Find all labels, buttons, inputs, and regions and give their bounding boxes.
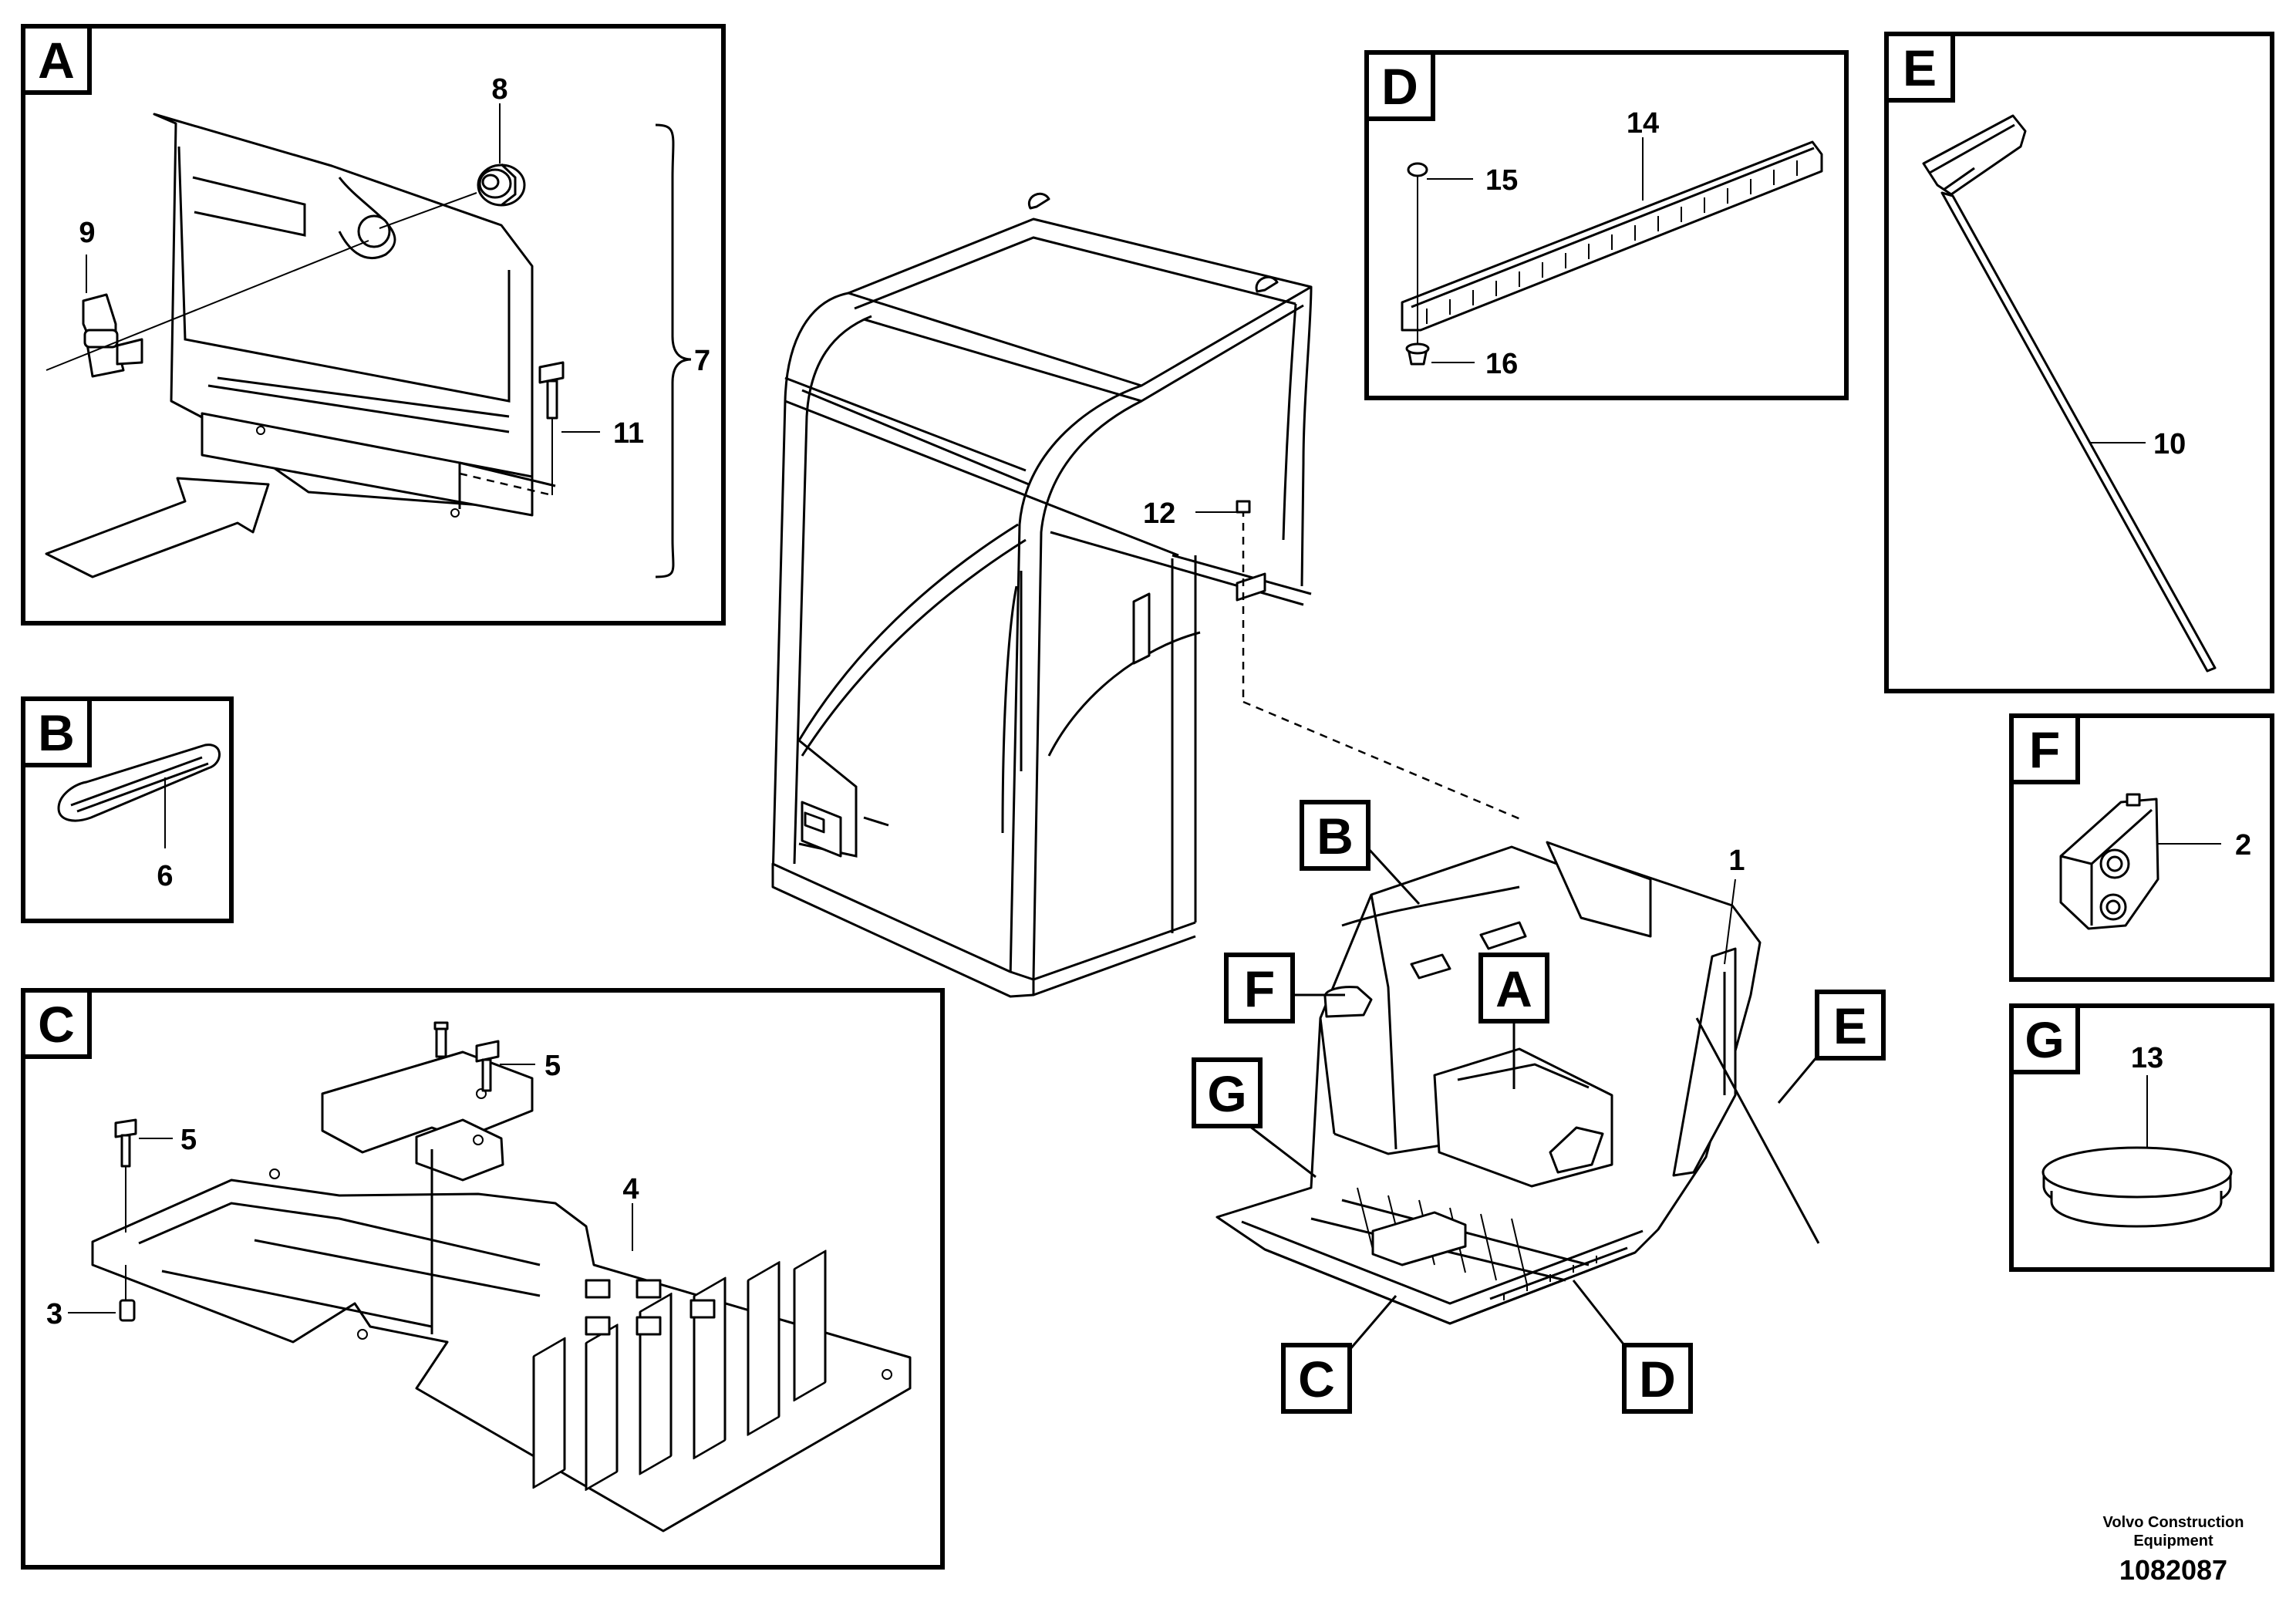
panel-d: D 15 16 14	[1364, 50, 1849, 400]
panel-a-label: A	[38, 32, 75, 89]
assembly-tag-e: E	[1777, 990, 1886, 1104]
panel-c-tag	[21, 988, 92, 1059]
credit-line-1: Volvo Construction	[2103, 1514, 2244, 1531]
panel-e-frame	[1884, 32, 2274, 693]
assembly-tag-f: F	[1224, 953, 1345, 1023]
panel-e-tag	[1884, 32, 1955, 103]
footer: Volvo Construction Equipment 1082087	[2103, 1514, 2244, 1586]
panel-g-tag	[2009, 1003, 2080, 1074]
assembly-label-d: D	[1639, 1351, 1676, 1408]
panel-g: G 13	[2009, 1003, 2274, 1272]
assembly-tag-d: D	[1572, 1280, 1693, 1414]
panel-b: B 6	[21, 696, 234, 923]
panel-a-tag	[21, 24, 92, 95]
bracket-block-part	[2059, 793, 2159, 930]
callout-7: 7	[694, 345, 710, 377]
document-number: 1082087	[2119, 1554, 2227, 1586]
floor-plate-part	[91, 1168, 912, 1533]
callout-12: 12	[1143, 497, 1175, 530]
panel-f-tag	[2009, 713, 2080, 784]
assembly-tag-b: B	[1300, 800, 1421, 905]
callout-3: 3	[46, 1298, 62, 1330]
panel-d-label: D	[1381, 58, 1418, 115]
panel-b-label: B	[38, 704, 75, 761]
assembly-tag-a: A	[1478, 953, 1549, 1089]
callout-5-right: 5	[544, 1050, 561, 1082]
rivet-part	[1405, 162, 1430, 366]
panel-g-frame	[2009, 1003, 2274, 1272]
credit-line-2: Equipment	[2133, 1533, 2213, 1549]
group-brace	[655, 123, 692, 578]
blanking-plug-part	[2041, 1146, 2233, 1228]
rubber-plug-part	[57, 744, 221, 822]
latch-clip-part	[82, 293, 143, 378]
callout-16: 16	[1485, 348, 1518, 380]
assembly-label-a: A	[1495, 960, 1532, 1017]
callout-8: 8	[491, 73, 507, 106]
callout-11: 11	[613, 417, 644, 450]
panel-c: C	[21, 988, 945, 1570]
panel-f: F 2	[2009, 713, 2274, 982]
panel-d-tag	[1364, 50, 1435, 121]
assembly-label-e: E	[1833, 997, 1867, 1054]
grommet-part	[477, 163, 526, 207]
attach-leader-2	[1242, 700, 1525, 822]
callout-9: 9	[79, 217, 95, 249]
panel-e: E 10	[1884, 32, 2274, 693]
panel-f-label: F	[2029, 721, 2060, 778]
panel-f-frame	[2009, 713, 2274, 982]
panel-b-frame	[21, 696, 234, 923]
step-rail-part	[1401, 140, 1823, 332]
callout-2: 2	[2235, 829, 2251, 862]
cab-frame-part	[771, 192, 1313, 998]
assembly-tag-c: C	[1281, 1295, 1397, 1414]
screw-part	[114, 1118, 137, 1233]
callout-4: 4	[622, 1173, 639, 1206]
panel-e-label: E	[1903, 39, 1937, 96]
assembly-label-c: C	[1298, 1351, 1335, 1408]
panel-c-frame	[21, 988, 945, 1570]
assembly-label-g: G	[1207, 1065, 1246, 1122]
callout-13: 13	[2131, 1042, 2163, 1074]
callout-15: 15	[1485, 164, 1518, 197]
panel-c-label: C	[38, 996, 75, 1053]
callout-14: 14	[1627, 107, 1659, 140]
assembly-label-f: F	[1244, 960, 1275, 1017]
assembly-tag-g: G	[1192, 1057, 1317, 1179]
panel-a: A	[21, 24, 726, 626]
callout-6: 6	[157, 860, 173, 892]
step-block-part	[321, 1050, 534, 1334]
panel-b-tag	[21, 696, 92, 767]
callout-1: 1	[1728, 845, 1745, 877]
callout-10: 10	[2153, 428, 2186, 460]
panel-d-frame	[1364, 50, 1849, 400]
direction-arrow	[45, 477, 270, 578]
access-cover-part	[153, 113, 556, 518]
clip-nut-part	[119, 1265, 136, 1322]
callout-5-left: 5	[180, 1124, 197, 1156]
cab-base-part	[1215, 841, 1820, 1325]
support-rod-part	[1922, 114, 2217, 673]
panel-a-frame	[21, 24, 726, 626]
panel-g-label: G	[2025, 1011, 2064, 1068]
screw-part-2	[433, 1021, 500, 1092]
bolt-part	[538, 361, 565, 495]
assembly-label-b: B	[1317, 808, 1354, 865]
